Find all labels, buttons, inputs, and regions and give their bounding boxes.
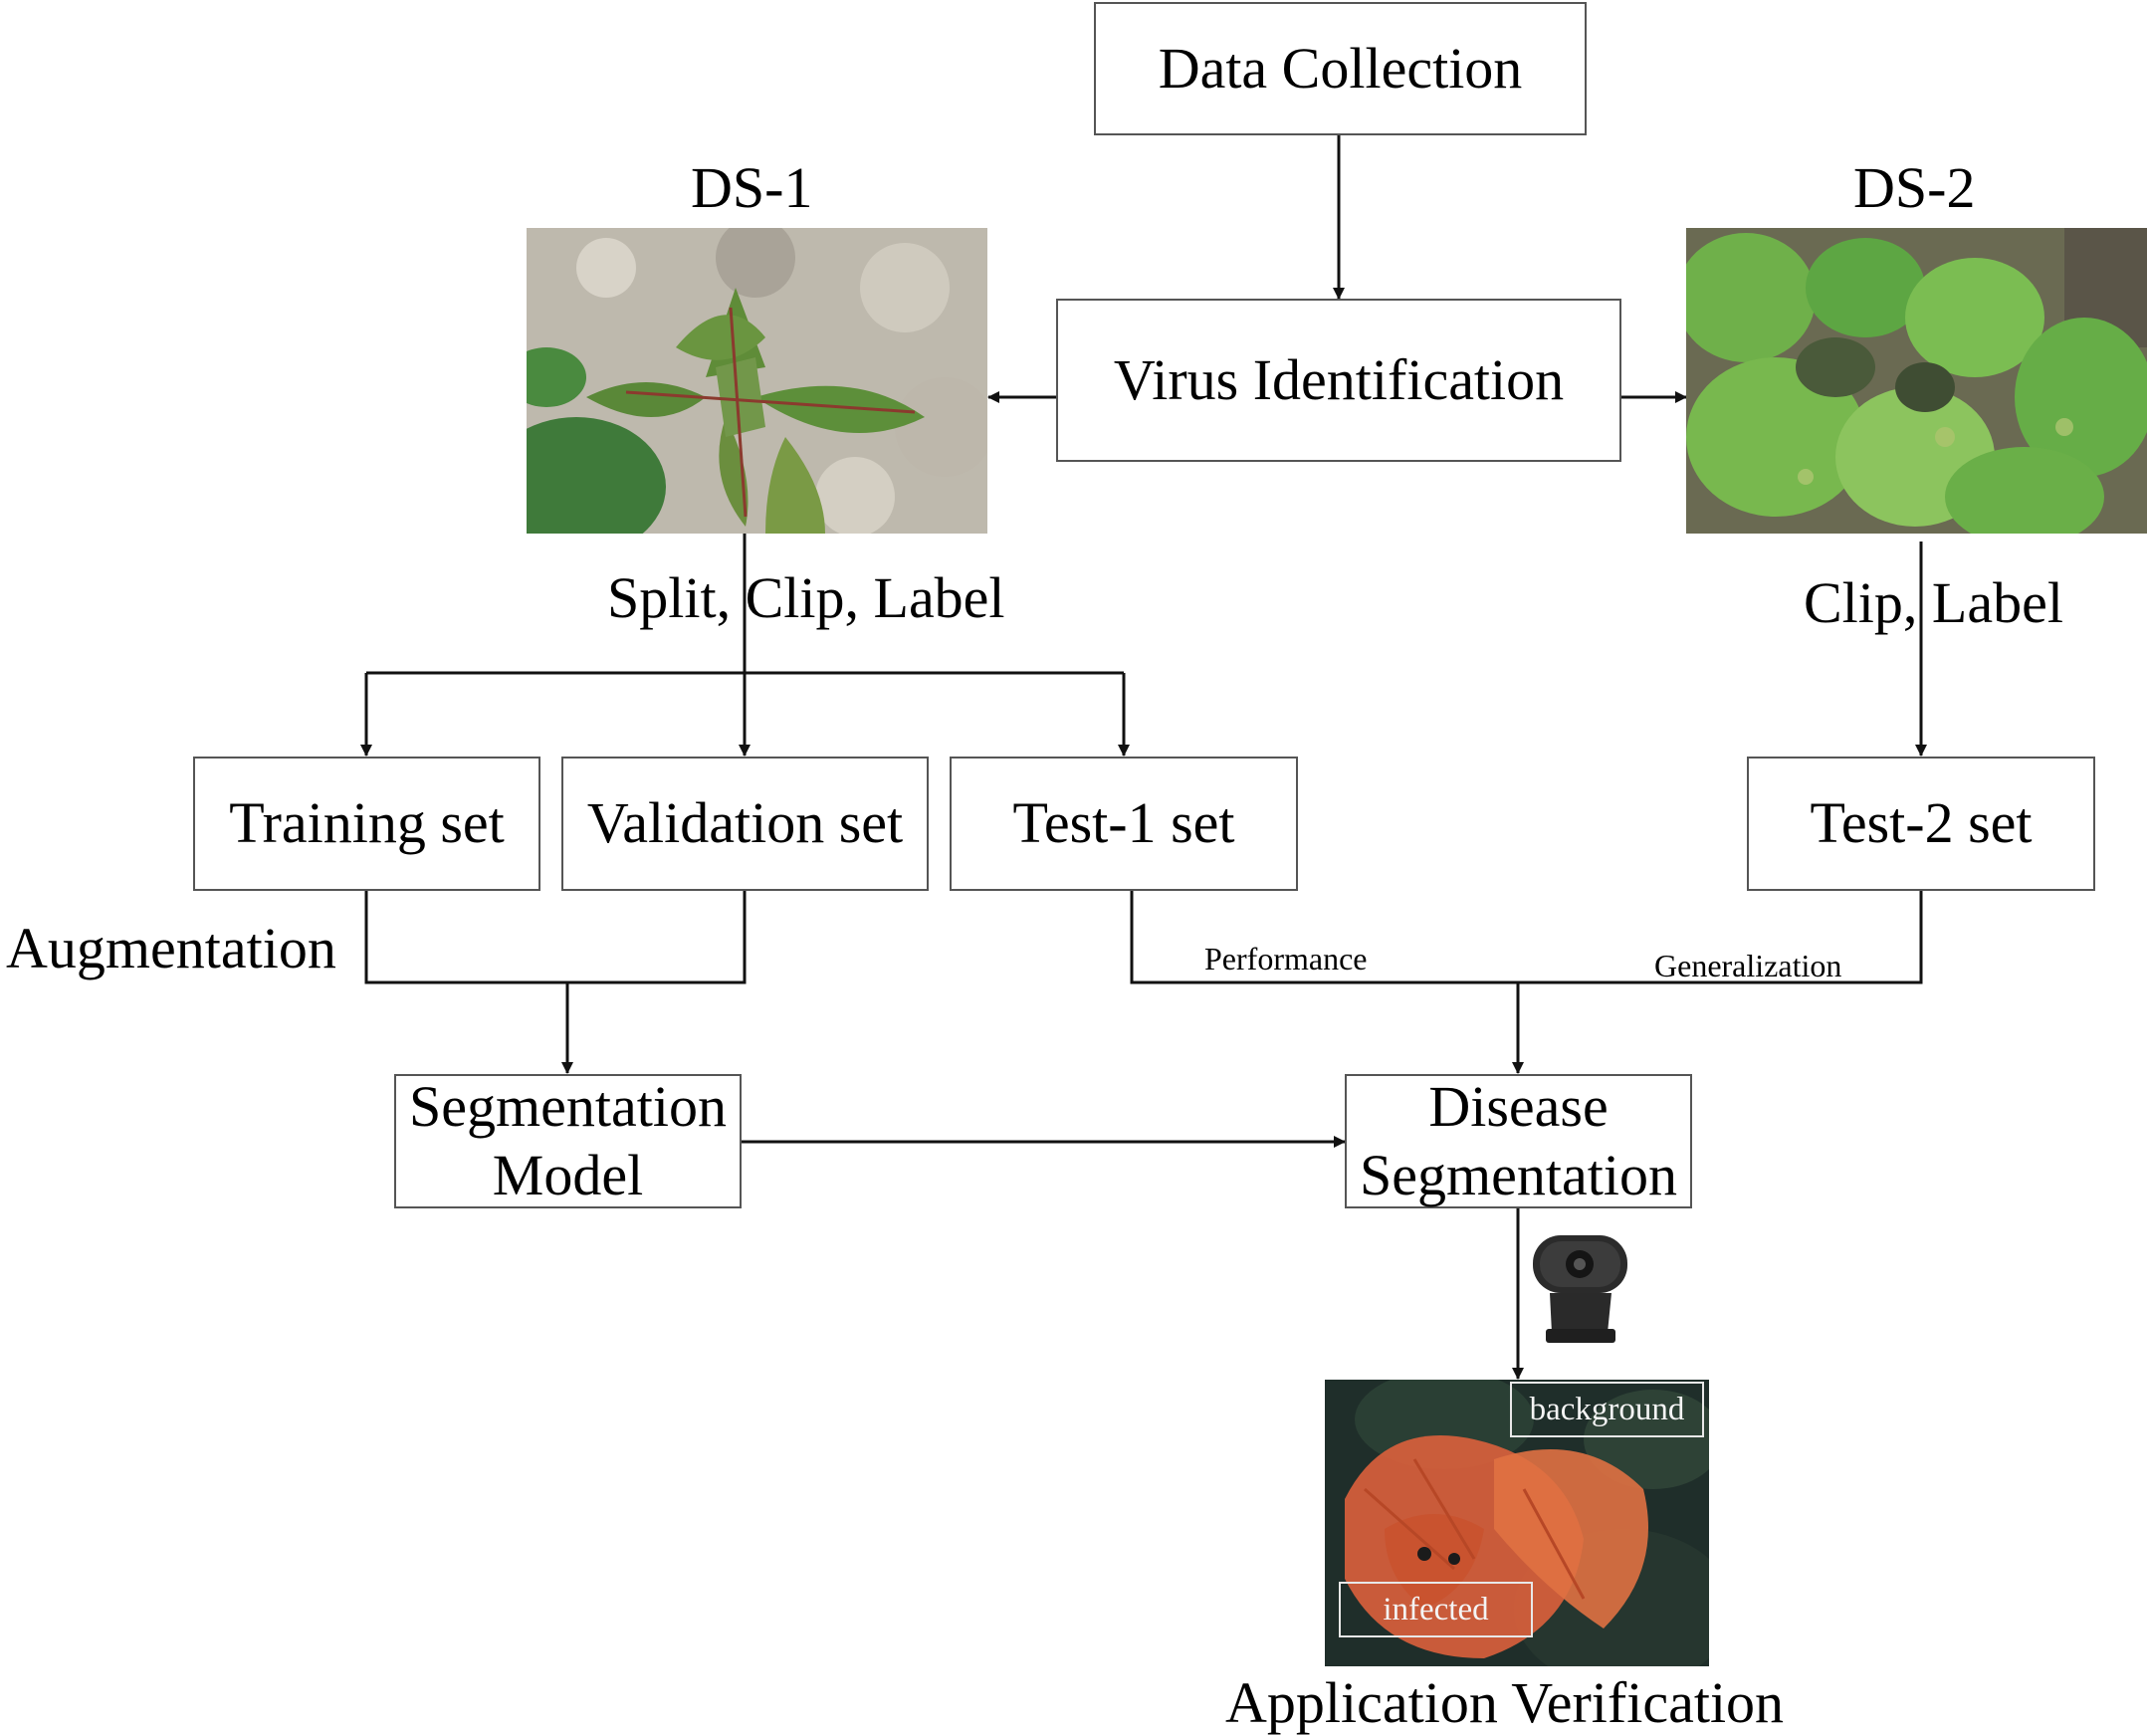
background-tag: background xyxy=(1510,1382,1704,1437)
disease-segmentation-label-line2: Segmentation xyxy=(1360,1142,1677,1207)
disease-segmentation-box: Disease Segmentation xyxy=(1345,1074,1692,1208)
ds2-leaf-photo xyxy=(1686,228,2147,534)
split-clip-label-text: Split, Clip, Label xyxy=(607,565,1005,630)
validation-set-box: Validation set xyxy=(561,757,929,891)
application-verification-label: Application Verification xyxy=(1225,1670,1785,1735)
clip-label-text: Clip, Label xyxy=(1804,570,2063,635)
disease-segmentation-label-line1: Disease xyxy=(1428,1074,1609,1140)
test2-set-label: Test-2 set xyxy=(1810,790,2033,856)
augmentation-label: Augmentation xyxy=(6,916,336,980)
test1-set-label: Test-1 set xyxy=(1012,790,1235,856)
ds1-label: DS-1 xyxy=(691,155,813,220)
ds2-label: DS-2 xyxy=(1853,155,1976,220)
data-collection-label: Data Collection xyxy=(1158,35,1523,101)
segmentation-model-label-line1: Segmentation xyxy=(409,1074,727,1140)
segmentation-result-photo: background infected xyxy=(1325,1380,1709,1666)
ds1-leaf-photo xyxy=(527,228,987,534)
data-collection-box: Data Collection xyxy=(1094,2,1587,135)
training-set-label: Training set xyxy=(229,790,505,856)
virus-identification-box: Virus Identification xyxy=(1056,299,1621,462)
virus-identification-label: Virus Identification xyxy=(1113,346,1565,412)
train-val-merge-line xyxy=(364,891,747,984)
webcam-icon xyxy=(1528,1229,1632,1349)
segmentation-model-label-line2: Model xyxy=(492,1142,644,1207)
test2-set-box: Test-2 set xyxy=(1747,757,2095,891)
generalization-label: Generalization xyxy=(1654,948,1842,983)
test-merge-line xyxy=(1130,891,1923,984)
segmentation-model-box: Segmentation Model xyxy=(394,1074,742,1208)
test1-set-box: Test-1 set xyxy=(950,757,1298,891)
infected-tag: infected xyxy=(1339,1582,1533,1637)
validation-set-label: Validation set xyxy=(586,790,904,856)
performance-label: Performance xyxy=(1204,941,1368,976)
training-set-box: Training set xyxy=(193,757,540,891)
